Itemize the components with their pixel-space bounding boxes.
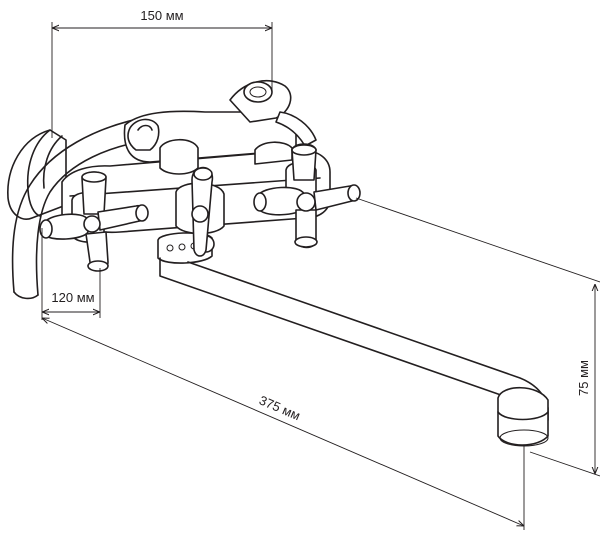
long-spout xyxy=(159,257,549,447)
dim-120-label: 120 мм xyxy=(51,290,94,305)
diverter-assembly xyxy=(123,79,317,175)
dimension-375: 375 мм xyxy=(42,318,524,530)
left-cross-handle xyxy=(39,171,149,272)
dimension-120: 120 мм xyxy=(41,228,101,320)
right-cross-handle xyxy=(253,143,361,249)
shower-hose xyxy=(11,117,151,300)
dim-150-label: 150 мм xyxy=(140,8,183,23)
dim-75-label: 75 мм xyxy=(576,360,591,396)
center-lever xyxy=(175,166,225,257)
dimension-150: 150 мм xyxy=(51,8,273,138)
dimension-75: 75 мм xyxy=(355,197,600,477)
dim-375-label: 375 мм xyxy=(257,392,303,423)
